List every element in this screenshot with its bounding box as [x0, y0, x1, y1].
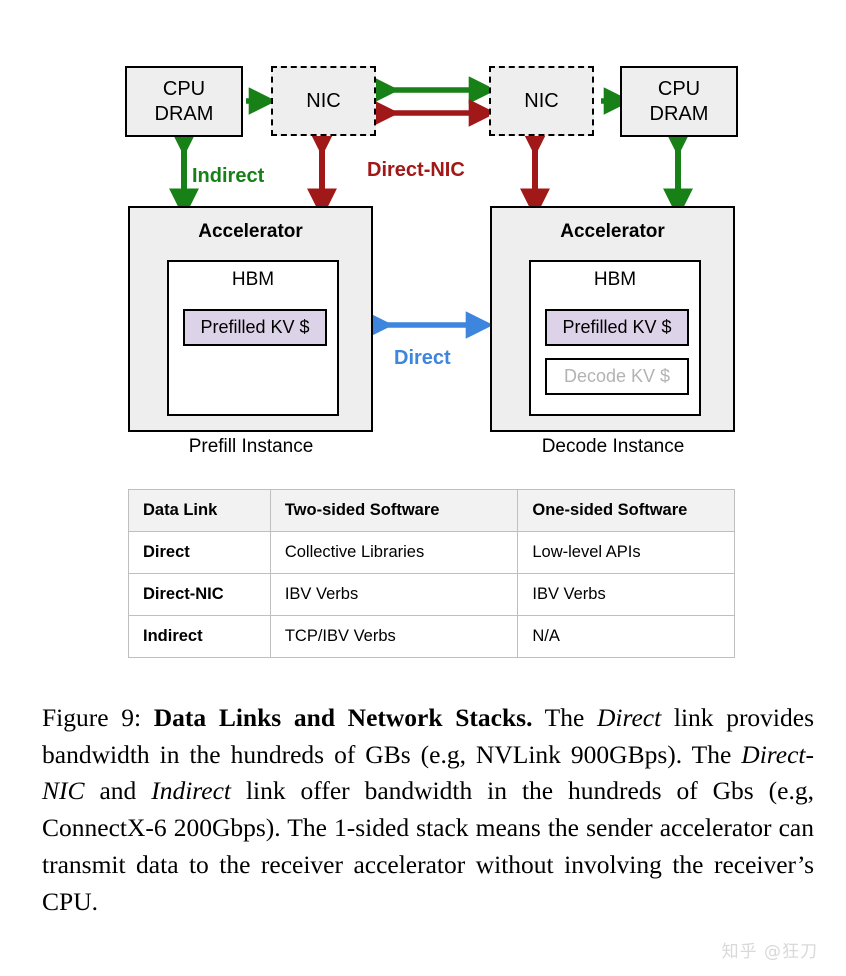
table-header-cell: One-sided Software [517, 489, 735, 532]
caption-figure-number: Figure 9: [42, 703, 142, 732]
nic-right-label: NIC [524, 89, 559, 112]
table-cell: TCP/IBV Verbs [269, 615, 519, 658]
caption-emphasis-indirect: Indirect [151, 776, 231, 806]
hbm-box-left: HBM Prefilled KV $ [167, 260, 339, 416]
accelerator-left-title: Accelerator [198, 221, 303, 242]
accelerator-box-left: Accelerator HBM Prefilled KV $ [128, 206, 373, 432]
table-cell: IBV Verbs [517, 573, 735, 616]
hbm-right-title: HBM [593, 269, 637, 290]
table-header-cell: Two-sided Software [269, 489, 519, 532]
nic-box-right: NIC [489, 66, 594, 136]
hbm-box-right: HBM Prefilled KV $ Decode KV $ [529, 260, 701, 416]
cpu-dram-left-line2: DRAM [154, 102, 214, 125]
cpu-dram-box-right: CPU DRAM [620, 66, 738, 137]
accelerator-right-title: Accelerator [560, 221, 665, 242]
instance-label-prefill: Prefill Instance [188, 436, 314, 457]
table-cell: N/A [517, 615, 735, 658]
table-cell: Direct-NIC [128, 573, 271, 616]
cpu-dram-right-line1: CPU [657, 78, 701, 101]
table-row: Indirect TCP/IBV Verbs N/A [128, 615, 735, 658]
table-cell: Direct [128, 531, 271, 574]
caption-title: Data Links and Network Stacks. [153, 703, 533, 732]
nic-box-left: NIC [271, 66, 376, 136]
data-link-table: Data Link Two-sided Software One-sided S… [128, 489, 735, 658]
link-label-indirect: Indirect [192, 165, 265, 187]
figure-diagram: CPU DRAM NIC NIC CPU DRAM Indirect Direc… [125, 66, 738, 457]
cpu-dram-right-line2: DRAM [649, 102, 709, 125]
caption-segment-2: link provides bandwidth in the hundreds … [42, 703, 815, 769]
watermark: 知乎 @狂刀 [721, 942, 818, 962]
cpu-dram-left-line1: CPU [162, 78, 206, 101]
cpu-dram-box-left: CPU DRAM [125, 66, 243, 137]
caption-segment-3: and [84, 776, 152, 806]
hbm-left-title: HBM [231, 269, 275, 290]
caption-segment-4: link offer bandwidth in the hundreds of … [42, 776, 814, 916]
table-row: Direct Collective Libraries Low-level AP… [128, 531, 735, 574]
kv-cache-prefilled-left: Prefilled KV $ [183, 309, 327, 346]
figure-caption: Figure 9: Data Links and Network Stacks.… [42, 700, 814, 920]
link-label-direct: Direct [394, 347, 451, 369]
kv-cache-prefilled-right: Prefilled KV $ [545, 309, 689, 346]
accelerator-box-right: Accelerator HBM Prefilled KV $ Decode KV… [490, 206, 735, 432]
table-row: Direct-NIC IBV Verbs IBV Verbs [128, 573, 735, 616]
caption-emphasis-direct: Direct [596, 703, 662, 732]
table-cell: Low-level APIs [517, 531, 735, 574]
table-header-row: Data Link Two-sided Software One-sided S… [128, 489, 735, 532]
nic-left-label: NIC [306, 89, 341, 112]
kv-cache-decode-right: Decode KV $ [545, 358, 689, 395]
link-label-direct-nic: Direct-NIC [367, 159, 465, 181]
table-cell: Indirect [128, 615, 271, 658]
table-cell: IBV Verbs [269, 573, 519, 616]
table-cell: Collective Libraries [269, 531, 519, 574]
table-header-cell: Data Link [128, 489, 271, 532]
caption-emphasis-direct-nic: Direct-NIC [42, 739, 814, 806]
caption-segment-1: The [532, 703, 597, 732]
instance-label-decode: Decode Instance [541, 436, 685, 457]
